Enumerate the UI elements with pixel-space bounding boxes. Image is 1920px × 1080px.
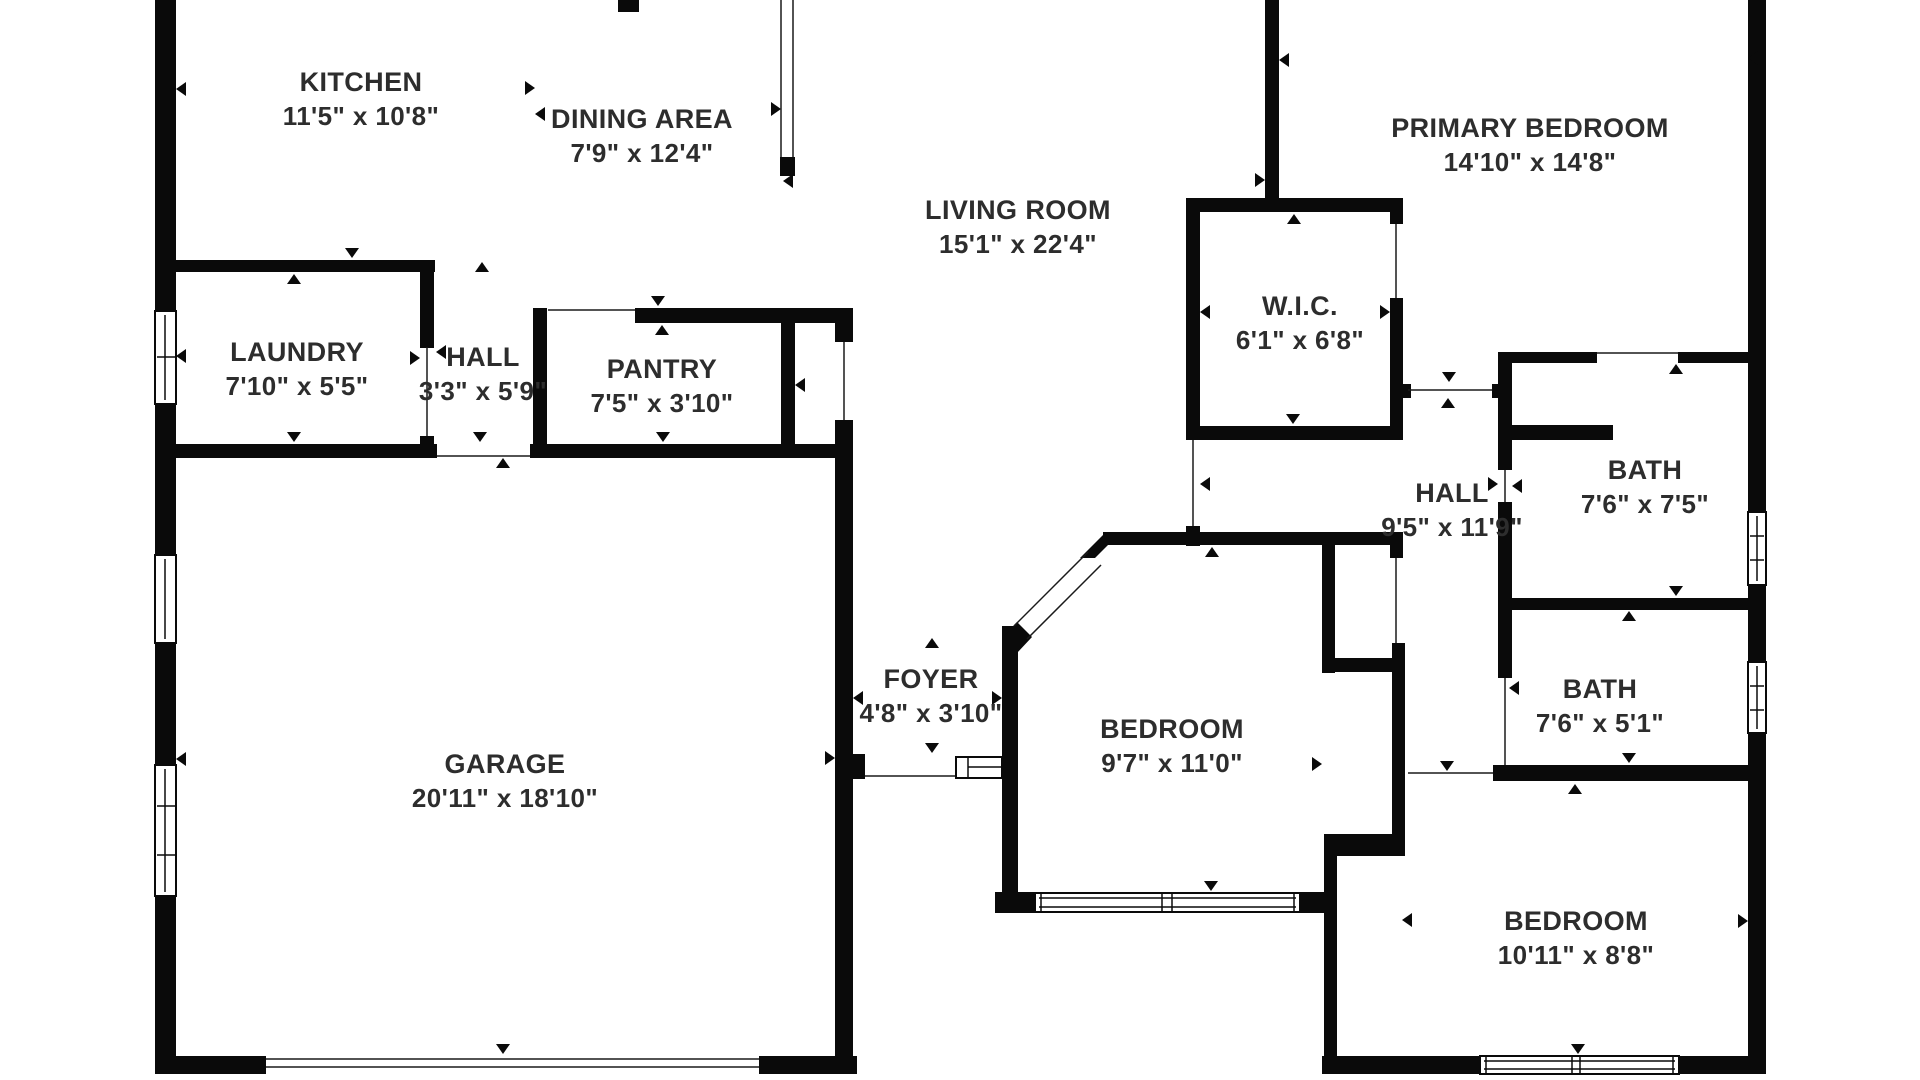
room-dimensions: 7'6" x 5'1"	[1535, 708, 1665, 738]
room-name: BATH	[1562, 674, 1638, 704]
room-dimensions: 9'7" x 11'0"	[1101, 748, 1243, 778]
room-name: DINING AREA	[551, 104, 733, 134]
room-dimensions: 9'5" x 11'9"	[1381, 512, 1523, 542]
room-dimensions: 10'11" x 8'8"	[1497, 940, 1655, 970]
room-name: LIVING ROOM	[925, 195, 1111, 225]
room-label-hall: HALL 9'5" x 11'9"	[1381, 476, 1523, 544]
room-dimensions: 14'10" x 14'8"	[1443, 147, 1617, 177]
room-dimensions: 15'1" x 22'4"	[939, 229, 1097, 259]
room-dimensions: 7'5" x 3'10"	[590, 388, 734, 418]
room-name: KITCHEN	[299, 67, 423, 97]
room-label-bath-primary: BATH 7'6" x 7'5"	[1581, 453, 1709, 521]
room-name: BATH	[1607, 455, 1683, 485]
room-dimensions: 4'8" x 3'10"	[859, 698, 1003, 728]
room-name: GARAGE	[444, 749, 566, 779]
window-bedroom-front	[1034, 892, 1301, 913]
windows	[154, 310, 1767, 1075]
window-garage-lower	[154, 764, 177, 897]
window-garage-upper	[154, 554, 177, 644]
room-label-laundry: LAUNDRY 7'10" x 5'5"	[225, 335, 368, 403]
room-label-living-room: LIVING ROOM 15'1" x 22'4"	[925, 193, 1111, 261]
room-label-wic: W.I.C. 6'1" x 6'8"	[1236, 289, 1364, 357]
room-dimensions: 11'5" x 10'8"	[282, 101, 440, 131]
room-name: PRIMARY BEDROOM	[1391, 113, 1669, 143]
room-name: BEDROOM	[1100, 714, 1244, 744]
entry-door-icon	[955, 756, 1003, 779]
room-dimensions: 3'3" x 5'9"	[418, 376, 548, 406]
room-label-pantry: PANTRY 7'5" x 3'10"	[590, 352, 733, 420]
room-label-foyer: FOYER 4'8" x 3'10"	[859, 662, 1002, 730]
room-label-bedroom-rear: BEDROOM 10'11" x 8'8"	[1498, 904, 1654, 972]
room-dimensions: 7'6" x 7'5"	[1580, 489, 1710, 519]
door-arrow-icons	[176, 51, 1758, 1054]
walls	[155, 0, 1766, 1074]
room-label-primary-bedroom: PRIMARY BEDROOM 14'10" x 14'8"	[1391, 111, 1669, 179]
window-bath-primary	[1747, 511, 1767, 586]
room-label-garage: GARAGE 20'11" x 18'10"	[412, 747, 598, 815]
room-name: W.I.C.	[1262, 291, 1338, 321]
room-label-hall-small: HALL 3'3" x 5'9"	[419, 340, 547, 408]
window-laundry	[154, 310, 177, 405]
room-dimensions: 20'11" x 18'10"	[411, 783, 599, 813]
room-name: FOYER	[883, 664, 979, 694]
room-name: PANTRY	[606, 354, 718, 384]
room-label-dining-area: DINING AREA 7'9" x 12'4"	[551, 102, 733, 170]
room-label-kitchen: KITCHEN 11'5" x 10'8"	[283, 65, 439, 133]
window-bedroom-rear	[1479, 1055, 1680, 1075]
room-dimensions: 6'1" x 6'8"	[1235, 325, 1365, 355]
room-label-bedroom-front: BEDROOM 9'7" x 11'0"	[1100, 712, 1244, 780]
room-label-bath: BATH 7'6" x 5'1"	[1536, 672, 1664, 740]
window-bath	[1747, 661, 1767, 734]
room-name: LAUNDRY	[230, 337, 364, 367]
door-opening-lines	[266, 0, 1678, 1068]
room-name: HALL	[1415, 478, 1489, 508]
room-name: BEDROOM	[1504, 906, 1648, 936]
room-dimensions: 7'9" x 12'4"	[570, 138, 714, 168]
room-dimensions: 7'10" x 5'5"	[225, 371, 369, 401]
room-name: HALL	[446, 342, 520, 372]
